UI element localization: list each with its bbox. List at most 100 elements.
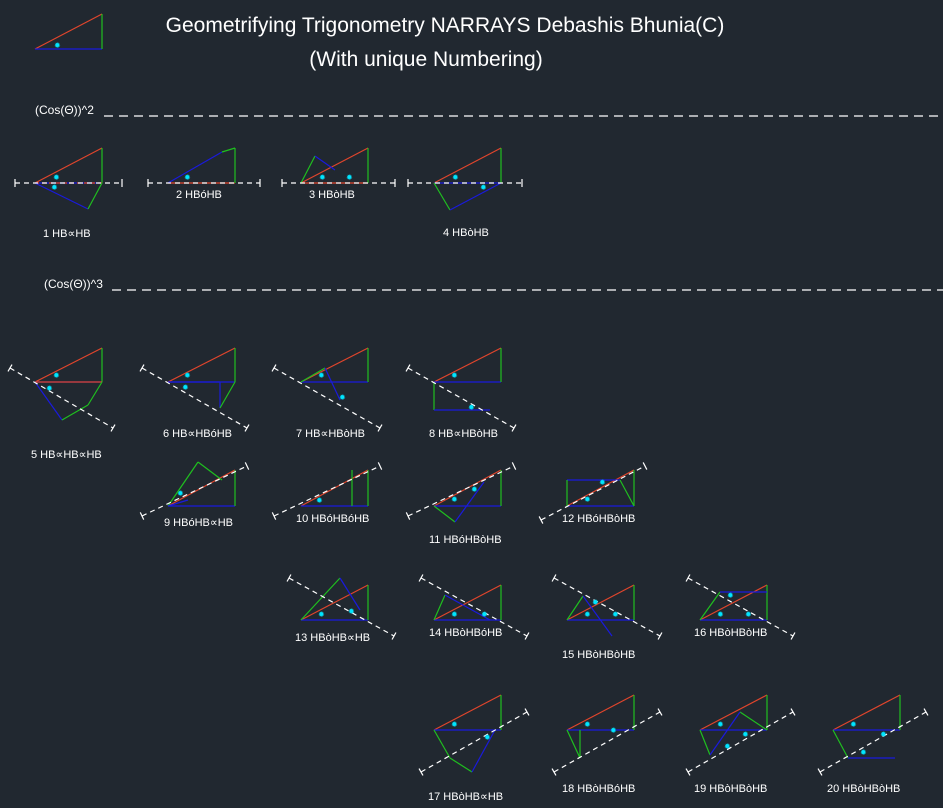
figure-label-8: 8 HB∝HBòHB: [429, 428, 498, 440]
base-line: [34, 182, 89, 210]
perpendicular-line: [449, 757, 473, 773]
mirror-tick: [139, 364, 145, 372]
perpendicular-line: [300, 577, 341, 621]
perpendicular-line: [221, 147, 236, 153]
perpendicular-line: [433, 505, 456, 523]
angle-marker: ✹: [51, 183, 58, 192]
angle-marker: ✹: [727, 591, 734, 600]
mirror-line: [273, 465, 381, 517]
mirror-line: [420, 711, 528, 773]
hypotenuse-line: [566, 469, 635, 507]
angle-marker: ✹: [318, 610, 325, 619]
base-line: [314, 155, 336, 171]
angle-marker: ✹: [592, 598, 599, 607]
title-line-2: (With unique Numbering): [309, 48, 543, 71]
mirror-tick: [642, 462, 648, 470]
mirror-tick: [790, 708, 796, 716]
mirror-tick: [418, 768, 424, 776]
mirror-line: [540, 465, 646, 521]
perpendicular-line: [699, 729, 711, 756]
perpendicular-line: [433, 182, 451, 211]
hypotenuse-line: [300, 147, 369, 184]
perpendicular-line: [167, 461, 199, 507]
angle-marker: ✹: [717, 610, 724, 619]
hypotenuse-line: [300, 584, 369, 621]
figure-label-17: 17 HBòHB∝HB: [428, 791, 504, 803]
hypotenuse-line: [34, 347, 103, 383]
mirror-tick: [110, 424, 116, 432]
hypotenuse-line: [433, 347, 502, 383]
angle-marker: ✹: [584, 610, 591, 619]
mirror-tick: [817, 768, 823, 776]
mirror-tick: [551, 574, 557, 582]
angle-marker: ✹: [54, 41, 61, 50]
mirror-line: [687, 711, 794, 773]
base-line: [454, 481, 485, 523]
hypotenuse-line: [699, 694, 768, 731]
mirror-tick: [511, 462, 517, 470]
angle-marker: ✹: [46, 384, 53, 393]
mirror-tick: [418, 574, 424, 582]
mirror-tick: [524, 632, 530, 640]
mirror-tick: [657, 708, 663, 716]
figure-label-6: 6 HB∝HBóHB: [163, 428, 232, 440]
angle-marker: ✹: [471, 485, 478, 494]
figure-label-3: 3 HBòHB: [309, 189, 355, 201]
mirror-line: [141, 465, 248, 517]
angle-marker: ✹: [53, 173, 60, 182]
angle-marker: ✹: [612, 610, 619, 619]
angle-marker: ✹: [724, 742, 731, 751]
angle-marker: ✹: [182, 383, 189, 392]
perpendicular-line: [699, 591, 721, 621]
figure-label-4: 4 HBòHB: [443, 227, 489, 239]
perpendicular-line: [619, 479, 635, 507]
perpendicular-line: [87, 182, 103, 210]
angle-marker: ✹: [339, 393, 346, 402]
mirror-tick: [790, 632, 796, 640]
perpendicular-line: [197, 461, 223, 481]
angle-marker: ✹: [850, 720, 857, 729]
figure-label-2: 2 HBóHB: [176, 189, 222, 201]
section-label-cos-squared: (Cos(Θ))^2: [35, 103, 94, 117]
figure-label-15: 15 HBòHBòHB: [562, 649, 636, 661]
mirror-tick: [685, 768, 691, 776]
angle-marker: ✹: [451, 720, 458, 729]
angle-marker: ✹: [316, 496, 323, 505]
mirror-tick: [923, 708, 929, 716]
base-line: [471, 729, 496, 773]
angle-marker: ✹: [451, 495, 458, 504]
figure-label-11: 11 HBóHBòHB: [429, 534, 502, 546]
angle-marker: ✹: [745, 610, 752, 619]
angle-marker: ✹: [184, 371, 191, 380]
hypotenuse-line: [566, 694, 635, 731]
hypotenuse-line: [167, 347, 236, 383]
hypotenuse-line: [832, 694, 901, 731]
mirror-tick: [377, 462, 383, 470]
mirror-tick: [391, 632, 397, 640]
mirror-tick: [685, 574, 691, 582]
figure-label-13: 13 HBòHB∝HB: [295, 632, 371, 644]
mirror-tick: [286, 574, 292, 582]
angle-marker: ✹: [451, 610, 458, 619]
mirror-line: [819, 711, 927, 773]
base-line: [449, 182, 502, 211]
perpendicular-line: [566, 595, 584, 621]
base-line: [34, 381, 63, 421]
hypotenuse-line: [34, 147, 103, 184]
hypotenuse-line: [433, 147, 502, 184]
mirror-tick: [7, 364, 13, 372]
hypotenuse-line: [34, 13, 103, 50]
angle-marker: ✹: [880, 730, 887, 739]
figure-label-9: 9 HBóHB∝HB: [164, 517, 233, 529]
mirror-tick: [405, 364, 411, 372]
mirror-line: [9, 367, 114, 429]
perpendicular-line: [832, 729, 849, 759]
perpendicular-line: [300, 155, 316, 184]
mirror-tick: [244, 424, 250, 432]
mirror-line: [420, 577, 528, 637]
angle-marker: ✹: [184, 173, 191, 182]
section-label-cos-cubed: (Cos(Θ))^3: [44, 277, 103, 291]
base-line: [339, 577, 361, 611]
mirror-tick: [271, 512, 277, 520]
